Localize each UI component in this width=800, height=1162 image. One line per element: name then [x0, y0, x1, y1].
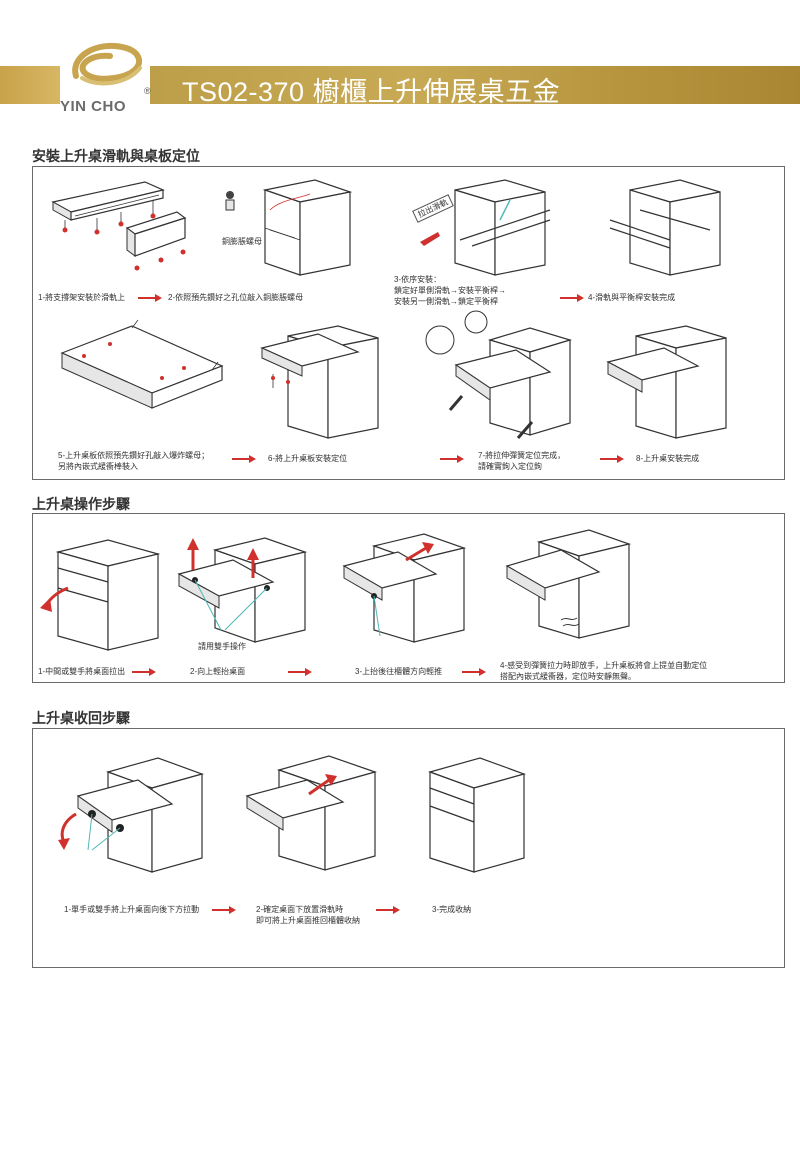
page-title: TS02-370 櫥櫃上升伸展桌五金 — [182, 77, 561, 107]
install-step-5-line2: 另將內嵌式緩衝棒裝入 — [58, 462, 138, 471]
desk-mount-figure — [260, 325, 379, 439]
spring-hook-figure — [425, 310, 573, 439]
rail-complete-figure — [609, 179, 721, 276]
install-step-2: 2-依照預先鑽好之孔位敲入銅膨脹螺母 — [168, 293, 304, 302]
install-step-1: 1-將支撐架安裝於滑軌上 — [38, 293, 126, 302]
title-band-left — [0, 66, 60, 104]
install-step-4: 4-滑軌與平衡桿安裝完成 — [588, 293, 676, 302]
retract-pull-figure — [58, 757, 204, 873]
operate-lift-figure — [177, 537, 308, 643]
section-title-retract: 上升桌收回步驟 — [32, 710, 130, 726]
operate-note-two-hands: 請用雙手操作 — [198, 642, 246, 651]
install-step-8: 8-上升桌安裝完成 — [636, 454, 700, 463]
retract-push-figure — [245, 755, 378, 871]
retract-step-3: 3-完成收納 — [432, 905, 472, 914]
operate-step-2: 2-向上輕抬桌面 — [190, 667, 246, 676]
operate-pull-figure — [40, 539, 161, 651]
svg-text:®: ® — [144, 86, 151, 96]
retract-done-figure — [428, 757, 526, 873]
next-arrow-icon — [440, 455, 464, 463]
logo-emblem-icon: ® — [72, 40, 151, 96]
rail-install-figure — [420, 179, 551, 276]
operate-push-figure — [342, 533, 467, 643]
operate-done-figure — [505, 529, 632, 639]
install-step-6: 6-將上升桌板安裝定位 — [268, 454, 348, 463]
install-step-7-line1: 7-將拉伸彈簧定位完成， — [478, 451, 566, 460]
next-arrow-icon — [132, 668, 156, 676]
next-arrow-icon — [138, 294, 162, 302]
next-arrow-icon — [600, 455, 624, 463]
operate-step-4-line2: 搭配內嵌式緩衝器，定位時安靜無聲。 — [500, 672, 636, 681]
desk-board-figure — [60, 319, 224, 409]
next-arrow-icon — [560, 294, 584, 302]
install-step-3-line2: 鎖定好單側滑軌→安裝平衡桿→ — [394, 286, 506, 295]
brand-name: YIN CHO — [60, 98, 127, 115]
retract-step-1: 1-單手或雙手將上升桌面向後下方拉動 — [64, 905, 200, 914]
install-step-5-line1: 5-上升桌板依照預先鑽好孔敲入爆炸螺母； — [58, 451, 210, 460]
operate-step-1: 1-中間或雙手將桌面拉出 — [38, 667, 126, 676]
install-step-3-line3: 安裝另一側滑軌→鎖定平衡桿 — [394, 297, 498, 306]
retract-step-2-line1: 2-確定桌面下放置滑軌時 — [256, 905, 344, 914]
retract-step-2-line2: 即可將上升桌面推回櫃體收納 — [256, 916, 360, 925]
operate-step-4-line1: 4-感受到彈簧拉力時即放手，上升桌板將會上提並自動定位 — [500, 661, 708, 670]
desk-complete-figure — [606, 325, 727, 439]
brand-logo: ® — [48, 38, 158, 122]
next-arrow-icon — [212, 906, 236, 914]
slide-rail-bracket-figure — [51, 181, 187, 271]
operate-step-3: 3-上抬後往櫃體方向輕推 — [355, 667, 443, 676]
title-band — [150, 66, 800, 104]
section-title-install: 安裝上升桌滑軌與桌板定位 — [32, 148, 200, 164]
next-arrow-icon — [288, 668, 312, 676]
next-arrow-icon — [232, 455, 256, 463]
install-step-7-line2: 請確實鉤入定位鉤 — [478, 462, 542, 471]
next-arrow-icon — [376, 906, 400, 914]
label-copper-nut: 銅膨脹螺母 — [222, 237, 262, 246]
next-arrow-icon — [462, 668, 486, 676]
cabinet-nut-figure — [225, 179, 353, 276]
section-title-operate: 上升桌操作步驟 — [32, 496, 130, 512]
install-step-3-line1: 3-依序安裝： — [394, 275, 442, 284]
